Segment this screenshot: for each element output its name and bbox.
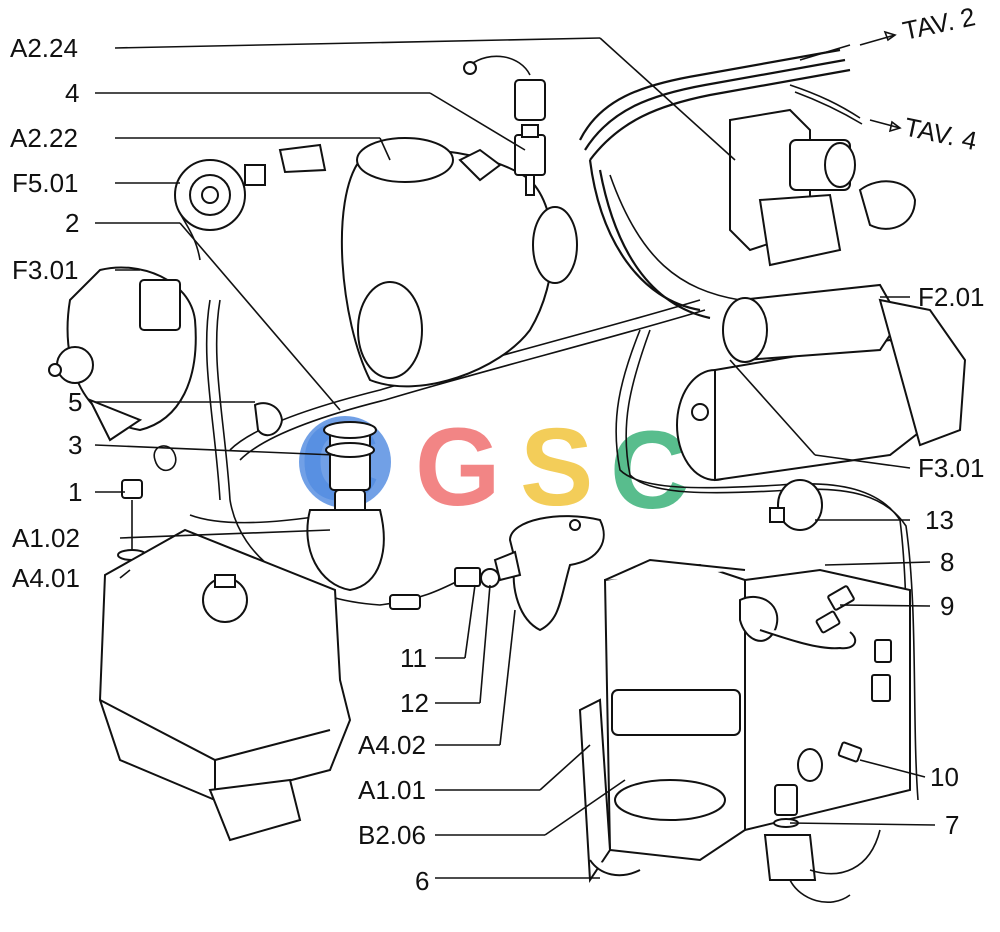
label-a1-01: A1.01 — [358, 775, 426, 805]
label-7: 7 — [945, 810, 959, 840]
label-13: 13 — [925, 505, 954, 535]
label-tav-4: TAV. 4 — [902, 112, 980, 157]
label-f3-01-left: F3.01 — [12, 255, 79, 285]
tank — [98, 528, 352, 842]
relay-module — [729, 108, 917, 267]
label-tav-2: TAV. 2 — [900, 1, 978, 46]
label-11: 11 — [400, 643, 427, 673]
label-5: 5 — [68, 387, 82, 417]
label-a2-24: A2.24 — [10, 33, 78, 63]
bracket — [493, 515, 605, 632]
leader-lines — [94, 30, 936, 879]
label-9: 9 — [940, 591, 954, 621]
label-f2-01: F2.01 — [918, 282, 985, 312]
label-12: 12 — [400, 688, 429, 718]
label-3: 3 — [68, 430, 82, 460]
lower-pressure-switch — [763, 784, 881, 904]
sensor-connectors — [815, 585, 892, 763]
label-6: 6 — [415, 866, 429, 896]
hose-clamp — [769, 479, 823, 531]
label-10: 10 — [930, 762, 959, 792]
connector-top — [463, 55, 546, 121]
watermark-letter-s: S — [520, 406, 593, 529]
starter-motor — [676, 283, 967, 482]
horn — [174, 143, 327, 231]
label-f3-01-right: F3.01 — [918, 453, 985, 483]
label-2: 2 — [65, 208, 79, 238]
cable-clip — [253, 402, 284, 437]
label-4: 4 — [65, 78, 79, 108]
watermark-letter-g: G — [415, 406, 501, 529]
label-1: 1 — [68, 477, 82, 507]
label-8: 8 — [940, 547, 954, 577]
air-filter-housing — [340, 137, 578, 388]
alternator — [48, 266, 197, 442]
label-a4-02: A4.02 — [358, 730, 426, 760]
label-b2-06: B2.06 — [358, 820, 426, 850]
label-a1-02: A1.02 — [12, 523, 80, 553]
coolant-tank — [578, 558, 911, 884]
sensor-fitting — [389, 567, 500, 610]
label-a4-01: A4.01 — [12, 563, 80, 593]
label-f5-01: F5.01 — [12, 168, 79, 198]
label-a2-22: A2.22 — [10, 123, 78, 153]
pressure-switch — [514, 124, 546, 196]
